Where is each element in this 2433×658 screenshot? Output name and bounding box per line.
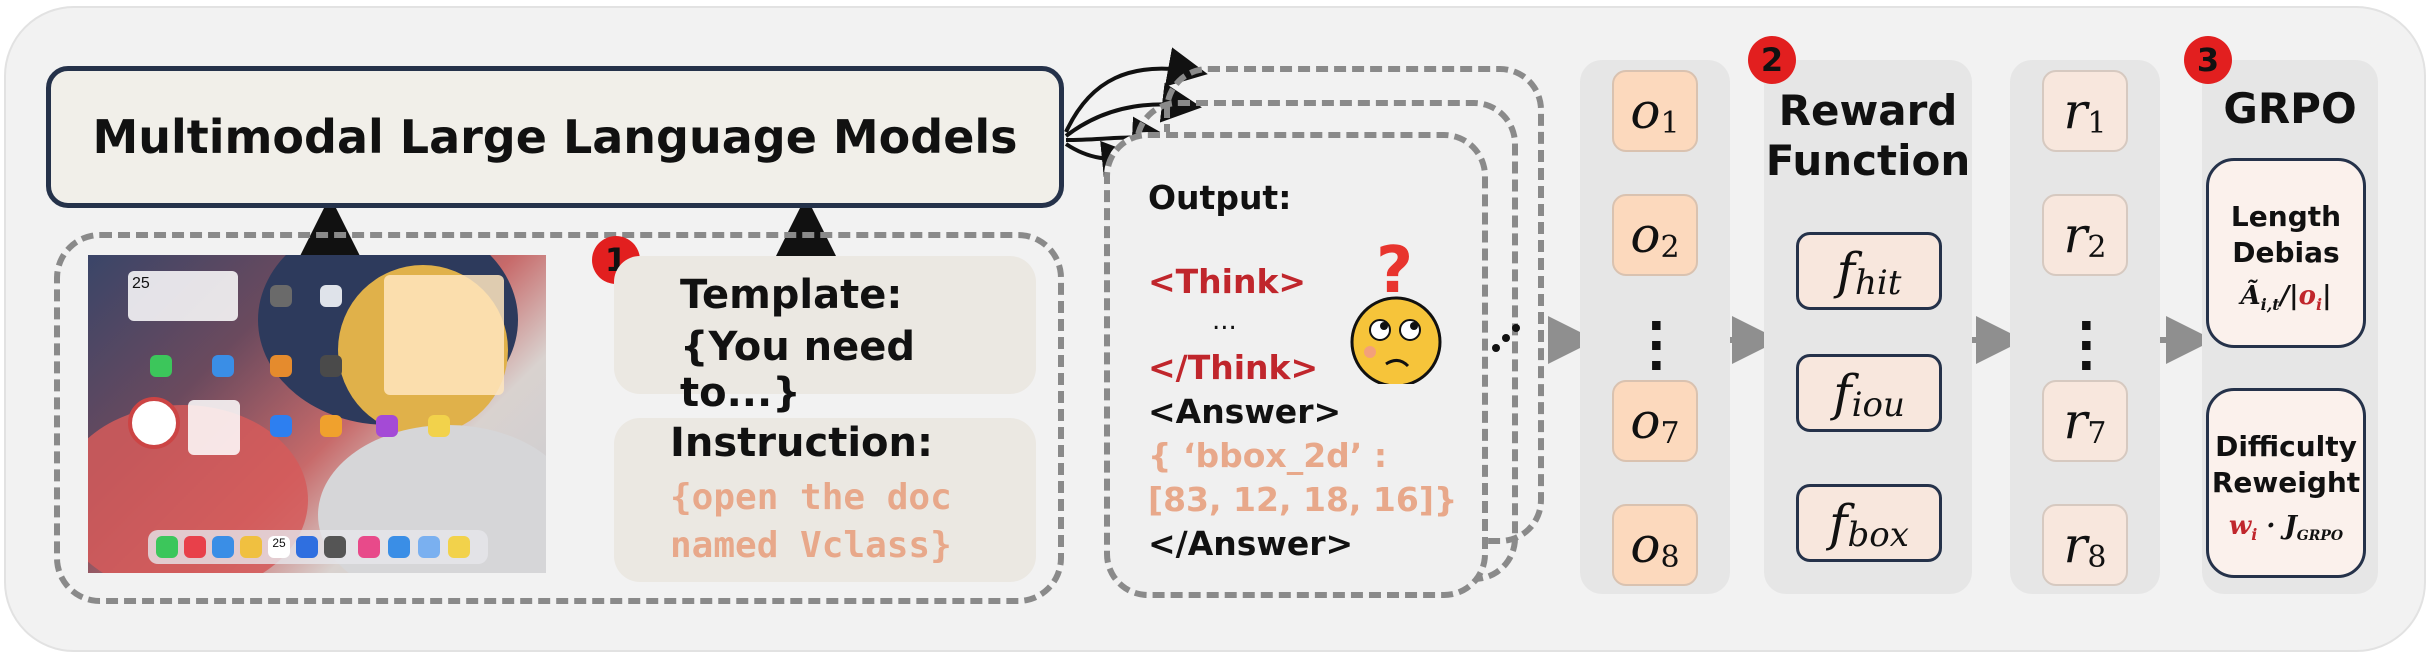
template-title: Template: (680, 272, 903, 318)
template-body: {You need to...} (680, 324, 916, 416)
output-card: Output: <Think> ... </Think> <Answer> { … (1104, 132, 1488, 598)
reward-subscript: 8 (2087, 539, 2107, 575)
ipad-dock: 25 (148, 530, 488, 564)
facetime-icon (150, 355, 172, 377)
podcasts-icon (376, 415, 398, 437)
template-card: Template: {You need to...} (614, 256, 1036, 416)
difficulty-reweight-box: Difficulty Reweight wi · JGRPO (2206, 388, 2366, 578)
output-subscript: 7 (1660, 415, 1680, 451)
grpo-title: GRPO (2223, 84, 2357, 133)
mllm-box: Multimodal Large Language Models (46, 66, 1064, 208)
app-store-icon (270, 415, 292, 437)
app-icon (320, 415, 342, 437)
camera-icon (320, 355, 342, 377)
calendar-widget: 25 (128, 271, 238, 321)
svg-text:?: ? (1376, 234, 1413, 308)
reward-subscript: 2 (2087, 229, 2107, 265)
output-subscript: 1 (1660, 105, 1680, 141)
ipad-screenshot: 25 25 (88, 255, 546, 573)
reward-symbol: r (2063, 516, 2088, 574)
length-debias-box: Length Debias Ãi,t/|oi| (2206, 158, 2366, 348)
function-symbol: f (1833, 364, 1852, 422)
output-symbol: o (1630, 82, 1661, 140)
output-symbol: o (1630, 392, 1661, 450)
reward-symbol: r (2063, 82, 2088, 140)
difficulty-reweight-formula: wi · JGRPO (2228, 511, 2344, 545)
output-subscript: 8 (1660, 539, 1680, 575)
app-icon (428, 415, 450, 437)
dock-calendar: 25 (268, 536, 290, 558)
function-symbol: f (1829, 494, 1848, 552)
instruction-title: Instruction: (670, 420, 933, 466)
input-dashed-region (54, 232, 1064, 604)
rewards-vertical-ellipsis: ... (2078, 276, 2095, 383)
reward-function-title: Reward Function (1764, 86, 1972, 186)
difficulty-reweight-line-2: Reweight (2211, 466, 2361, 499)
clock-widget-icon (128, 397, 180, 449)
function-subscript: iou (1851, 385, 1905, 425)
think-ellipsis: ... (1212, 306, 1237, 336)
instruction-line-1: {open the doc (670, 477, 952, 518)
reward-symbol: r (2063, 392, 2088, 450)
outputs-vertical-ellipsis: ... (1648, 276, 1665, 383)
step-badge-3: 3 (2184, 36, 2232, 84)
app-icon (270, 355, 292, 377)
instruction-line-2: named Vclass} (670, 525, 952, 566)
reward-symbol: r (2063, 206, 2088, 264)
app-icon (320, 285, 342, 307)
function-subscript: box (1847, 515, 1909, 555)
bbox-line-1: { ‘bbox_2d’ : (1148, 436, 1388, 475)
output-symbol: o (1630, 206, 1661, 264)
reward-subscript: 7 (2087, 415, 2107, 451)
stack-ellipsis-icon (1492, 324, 1520, 352)
bbox-line-2: [83, 12, 18, 16]} (1148, 480, 1458, 519)
step-badge-2: 2 (1748, 36, 1796, 84)
thinking-face-icon: ? (1350, 234, 1442, 384)
notes-widget (188, 400, 240, 455)
reward-title-line-2: Function (1765, 136, 1971, 185)
difficulty-reweight-line-1: Difficulty (2215, 430, 2357, 463)
output-subscript: 2 (1660, 229, 1680, 265)
length-debias-formula: Ãi,t/|oi| (2240, 281, 2332, 315)
mllm-label: Multimodal Large Language Models (92, 110, 1018, 164)
function-subscript: hit (1855, 263, 1902, 303)
instruction-card: Instruction: {open the doc named Vclass} (614, 418, 1036, 582)
output-title: Output: (1148, 178, 1292, 217)
reward-title-line-1: Reward (1778, 86, 1958, 135)
files-widget (384, 275, 504, 395)
think-close-tag: </Think> (1148, 348, 1319, 387)
answer-close-tag: </Answer> (1148, 524, 1354, 563)
output-symbol: o (1630, 516, 1661, 574)
reward-subscript: 1 (2087, 105, 2107, 141)
think-open-tag: <Think> (1148, 262, 1307, 301)
length-debias-line-2: Debias (2232, 236, 2340, 269)
length-debias-line-1: Length (2230, 200, 2342, 233)
arrow-model-out-1 (1064, 47, 1208, 133)
app-icon (270, 285, 292, 307)
function-symbol: f (1836, 242, 1856, 300)
calendar-date: 25 (132, 275, 150, 292)
app-icon (212, 355, 234, 377)
answer-open-tag: <Answer> (1148, 392, 1342, 431)
